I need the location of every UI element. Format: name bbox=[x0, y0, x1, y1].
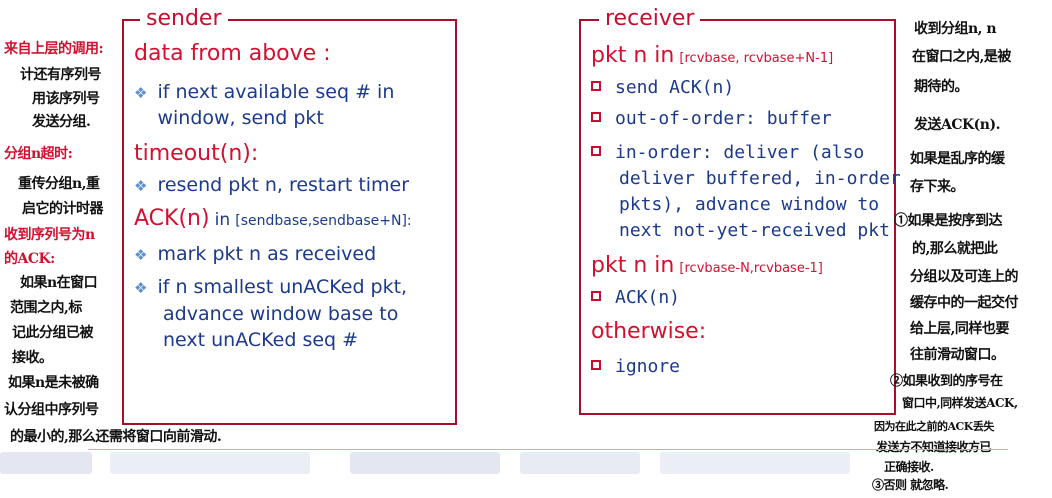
note-line: 分组n超时: bbox=[4, 146, 73, 162]
note-line: 正确接收. bbox=[884, 460, 934, 474]
receiver-item-send-ack: send ACK(n) bbox=[591, 77, 734, 98]
note-line: 在窗口之内,是被 bbox=[912, 49, 1011, 65]
note-line: 收到分组n, n bbox=[914, 21, 997, 37]
note-line: 如果n在窗口 bbox=[20, 275, 98, 291]
note-line: 缓存中的一起交付 bbox=[910, 295, 1019, 311]
blurred-footer-block bbox=[350, 452, 500, 474]
note-line: 发送分组. bbox=[32, 114, 91, 130]
note-line: 窗口中,同样发送ACK, bbox=[902, 396, 1018, 410]
note-line: 期待的。 bbox=[914, 79, 969, 95]
note-line: 的ACK: bbox=[4, 251, 55, 267]
footer-divider bbox=[88, 449, 1008, 450]
note-line: 的,那么就把此 bbox=[912, 241, 998, 257]
note-line: 启它的计时器 bbox=[22, 201, 104, 217]
receiver-box: receiver pkt n in [rcvbase, rcvbase+N-1]… bbox=[579, 6, 901, 415]
blurred-footer-block bbox=[110, 452, 310, 474]
receiver-item-out-of-order: out-of-order: buffer bbox=[591, 108, 832, 129]
note-line: 记此分组已被 bbox=[12, 325, 94, 341]
note-line: 重传分组n,重 bbox=[18, 176, 100, 192]
blurred-footer-block bbox=[0, 452, 92, 474]
sender-ack-item2: ❖if n smallest unACKed pkt, advance wind… bbox=[134, 276, 408, 351]
square-bullet-icon bbox=[591, 146, 601, 156]
note-line: 发送ACK(n). bbox=[914, 117, 1000, 133]
note-line: 发送方不知道接收方已 bbox=[876, 440, 992, 454]
note-line: 存下来。 bbox=[910, 179, 965, 195]
note-line: 用该序列号 bbox=[32, 91, 100, 107]
note-line: 收到序列号为n bbox=[4, 227, 95, 243]
square-bullet-icon bbox=[591, 81, 601, 91]
note-line: 来自上层的调用: bbox=[4, 41, 104, 57]
note-line: 给上层,同样也要 bbox=[910, 321, 1009, 337]
diamond-bullet-icon: ❖ bbox=[134, 84, 148, 102]
sender-box: sender data from above : ❖if next availa… bbox=[122, 6, 457, 425]
note-line: ②如果收到的序号在 bbox=[890, 374, 1003, 389]
note-line: 如果n是未被确 bbox=[8, 375, 99, 391]
sender-ack-item1: ❖mark pkt n as received bbox=[134, 243, 377, 265]
receiver-otherwise: otherwise: bbox=[591, 319, 707, 344]
note-line: 认分组中序列号 bbox=[4, 402, 99, 418]
note-line: 计还有序列号 bbox=[20, 67, 102, 83]
sender-title: sender bbox=[140, 6, 228, 32]
receiver-title: receiver bbox=[599, 6, 701, 32]
note-line: 分组以及可连上的 bbox=[910, 269, 1019, 285]
square-bullet-icon bbox=[591, 112, 601, 122]
square-bullet-icon bbox=[591, 291, 601, 301]
receiver-heading-1: pkt n in [rcvbase, rcvbase+N-1] bbox=[591, 43, 834, 68]
note-line: 接收。 bbox=[12, 350, 53, 366]
receiver-item-ack: ACK(n) bbox=[591, 287, 680, 308]
note-line: 范围之内,标 bbox=[10, 300, 82, 316]
blurred-footer-block bbox=[660, 452, 850, 474]
sender-data-heading: data from above : bbox=[134, 41, 331, 66]
note-line: ③否则 就忽略. bbox=[872, 478, 949, 492]
note-line: 的最小的,那么还需将窗口向前滑动. bbox=[10, 429, 222, 445]
note-line: 往前滑动窗口。 bbox=[910, 347, 1005, 363]
receiver-item-ignore: ignore bbox=[591, 356, 680, 377]
note-line: 如果是乱序的缓 bbox=[910, 151, 1005, 167]
diamond-bullet-icon: ❖ bbox=[134, 177, 148, 195]
receiver-item-in-order: in-order: deliver (also deliver buffered… bbox=[591, 140, 901, 244]
note-line: ①如果是按序到达 bbox=[894, 213, 1003, 229]
diamond-bullet-icon: ❖ bbox=[134, 279, 148, 297]
diamond-bullet-icon: ❖ bbox=[134, 246, 148, 264]
sender-ack-heading: ACK(n) in [sendbase,sendbase+N]: bbox=[134, 206, 412, 231]
sender-data-item: ❖if next available seq # in window, send… bbox=[134, 81, 395, 129]
square-bullet-icon bbox=[591, 360, 601, 370]
note-line: 因为在此之前的ACK丢失 bbox=[874, 420, 994, 433]
sender-timeout-item: ❖resend pkt n, restart timer bbox=[134, 174, 410, 196]
receiver-heading-2: pkt n in [rcvbase-N,rcvbase-1] bbox=[591, 253, 823, 278]
sender-timeout-heading: timeout(n): bbox=[134, 141, 259, 166]
blurred-footer-block bbox=[520, 452, 640, 474]
